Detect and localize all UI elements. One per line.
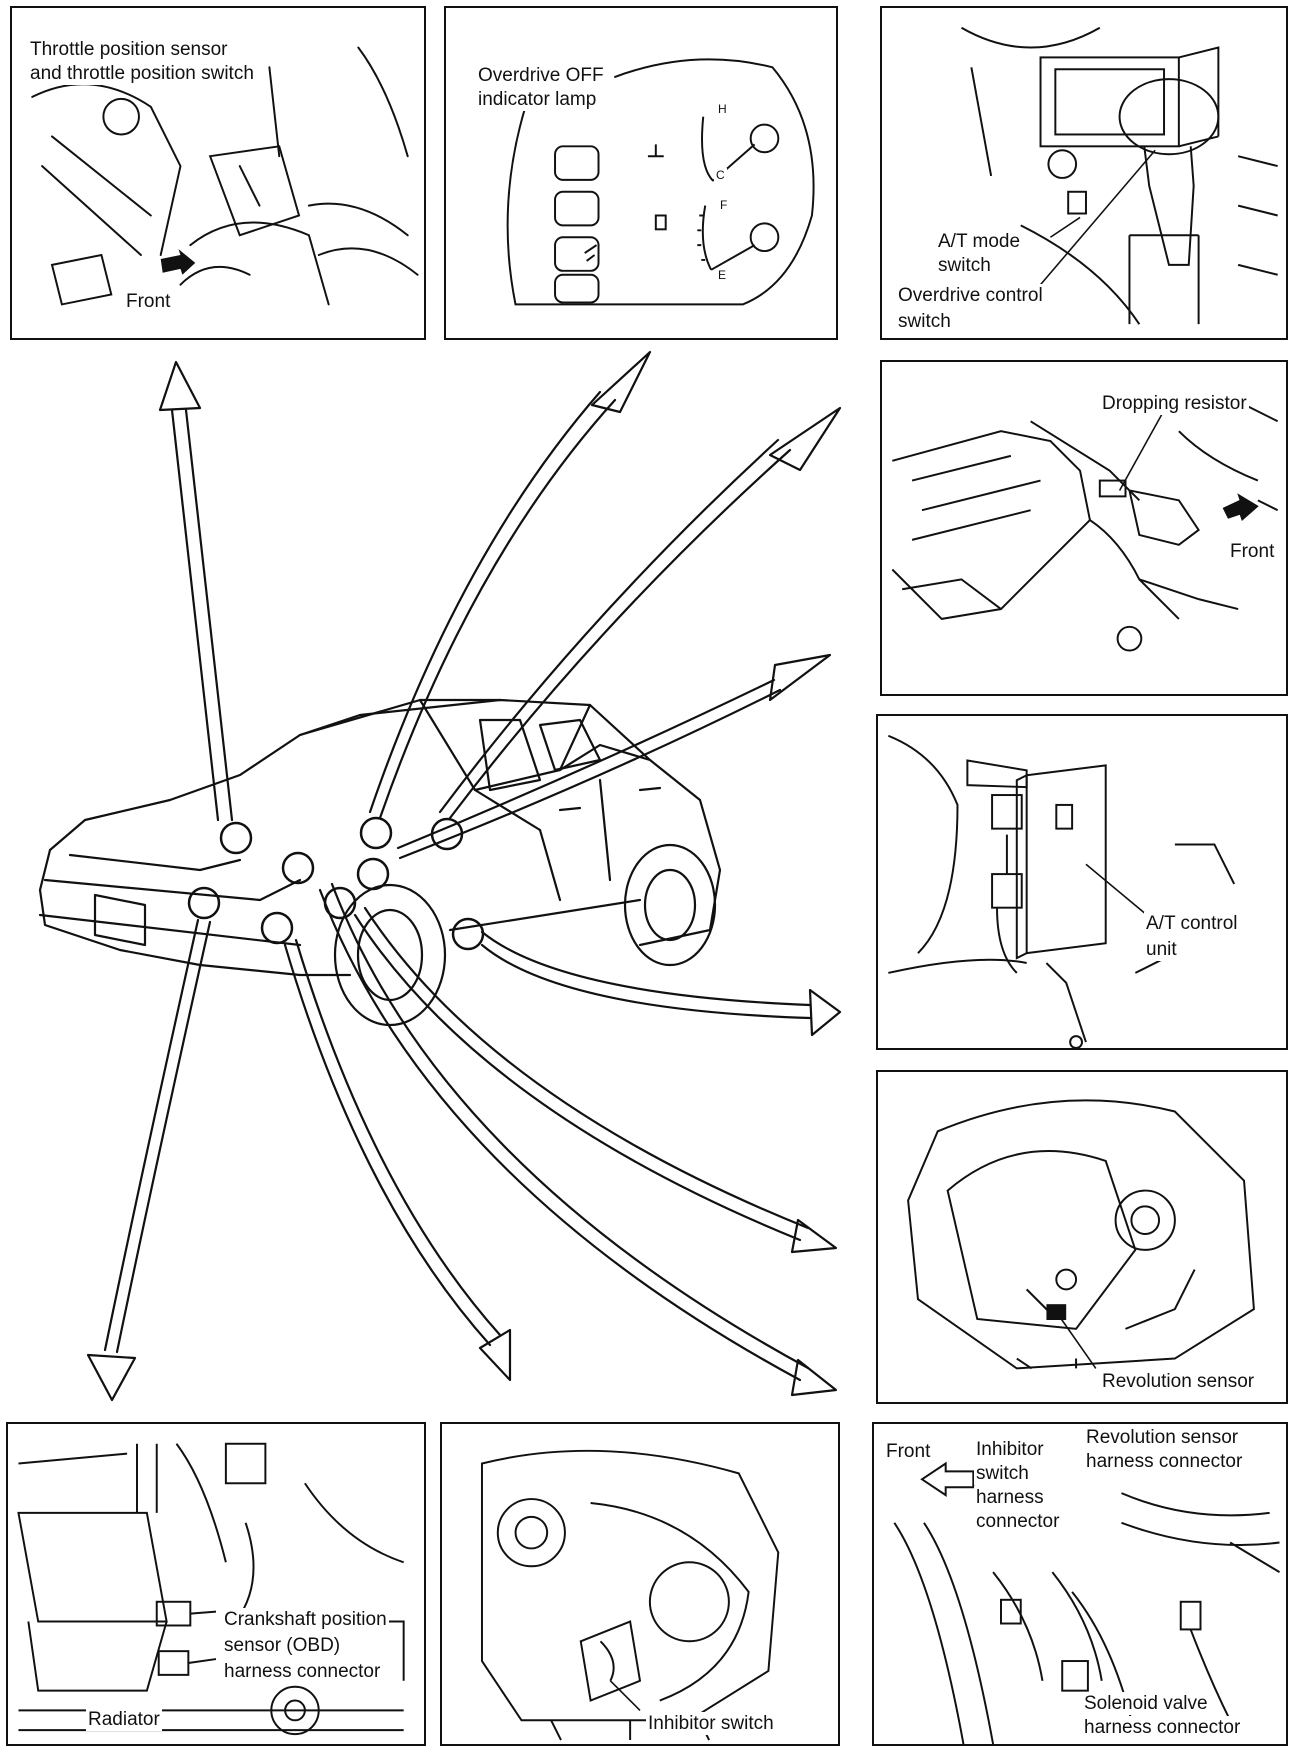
panel-overdrive-off-lamp: Overdrive OFF indicator lamp H C F E bbox=[444, 6, 838, 340]
crankshaft-label-3: harness connector bbox=[222, 1660, 383, 1683]
control-unit-illustration bbox=[887, 734, 1236, 1048]
control-unit-label-2: unit bbox=[1144, 938, 1179, 961]
panel-at-control-unit: A/T control unit bbox=[876, 714, 1288, 1050]
inhibitor-harness-label-3: harness bbox=[974, 1486, 1046, 1509]
revolution-harness-label-2: harness connector bbox=[1084, 1450, 1245, 1473]
crankshaft-label-1: Crankshaft position bbox=[222, 1608, 389, 1631]
at-mode-label-1: A/T mode bbox=[936, 230, 1023, 253]
inhibitor-harness-label-2: switch bbox=[974, 1462, 1031, 1485]
panel-shift-switches: A/T mode switch Overdrive control switch bbox=[880, 6, 1288, 340]
od-off-lamp bbox=[554, 236, 600, 272]
overdrive-switch-label-2: switch bbox=[896, 310, 953, 333]
control-unit-label-1: A/T control bbox=[1144, 912, 1240, 935]
radiator-area-illustration bbox=[17, 1442, 405, 1736]
panel-inhibitor-switch: Inhibitor switch bbox=[440, 1422, 840, 1746]
overdrive-label-1: Overdrive OFF bbox=[476, 64, 606, 87]
solenoid-harness-label-1: Solenoid valve bbox=[1082, 1692, 1210, 1715]
gauge-e-label: E bbox=[716, 268, 729, 282]
crankshaft-label-2: sensor (OBD) bbox=[222, 1634, 343, 1657]
at-mode-label-2: switch bbox=[936, 254, 993, 277]
connectors-front-label: Front bbox=[884, 1440, 933, 1463]
solenoid-harness-label-2: harness connector bbox=[1082, 1716, 1243, 1739]
gauge-h-label: H bbox=[716, 102, 729, 116]
revolution-harness-label-1: Revolution sensor bbox=[1084, 1426, 1241, 1449]
inhibitor-harness-label-1: Inhibitor bbox=[974, 1438, 1046, 1461]
throttle-label-1: Throttle position sensor bbox=[28, 38, 230, 61]
transmission-illustration bbox=[480, 1449, 780, 1741]
throttle-label-2: and throttle position switch bbox=[28, 62, 256, 85]
panel-harness-connectors: Front Inhibitor switch harness connector… bbox=[872, 1422, 1288, 1746]
throttle-front-label: Front bbox=[124, 290, 173, 313]
panel-revolution-sensor: Revolution sensor bbox=[876, 1070, 1288, 1404]
gauge-f-label: F bbox=[718, 198, 730, 212]
shift-console-illustration bbox=[960, 26, 1278, 325]
overdrive-switch-label-1: Overdrive control bbox=[896, 284, 1045, 307]
panel-throttle-position-sensor: Throttle position sensor and throttle po… bbox=[10, 6, 426, 340]
instrument-cluster-illustration bbox=[506, 58, 815, 306]
gauge-c-label: C bbox=[714, 168, 727, 182]
panel-crankshaft-sensor: Crankshaft position sensor (OBD) harness… bbox=[6, 1422, 426, 1746]
revolution-sensor-label: Revolution sensor bbox=[1100, 1370, 1257, 1393]
transaxle-illustration bbox=[907, 1099, 1255, 1370]
pointer-arrows bbox=[86, 350, 842, 1402]
inhibitor-switch-label: Inhibitor switch bbox=[646, 1712, 776, 1735]
inhibitor-harness-label-4: connector bbox=[974, 1510, 1062, 1533]
throttle-body-illustration bbox=[31, 46, 419, 306]
overdrive-label-2: indicator lamp bbox=[476, 88, 599, 111]
harness-illustration bbox=[893, 1461, 1281, 1744]
radiator-label: Radiator bbox=[86, 1708, 162, 1731]
panel-dropping-resistor: Dropping resistor Front bbox=[880, 360, 1288, 696]
dropping-resistor-label: Dropping resistor bbox=[1100, 392, 1249, 415]
car-illustration bbox=[38, 698, 722, 1027]
resistor-illustration bbox=[891, 400, 1279, 652]
resistor-front-label: Front bbox=[1228, 540, 1277, 563]
